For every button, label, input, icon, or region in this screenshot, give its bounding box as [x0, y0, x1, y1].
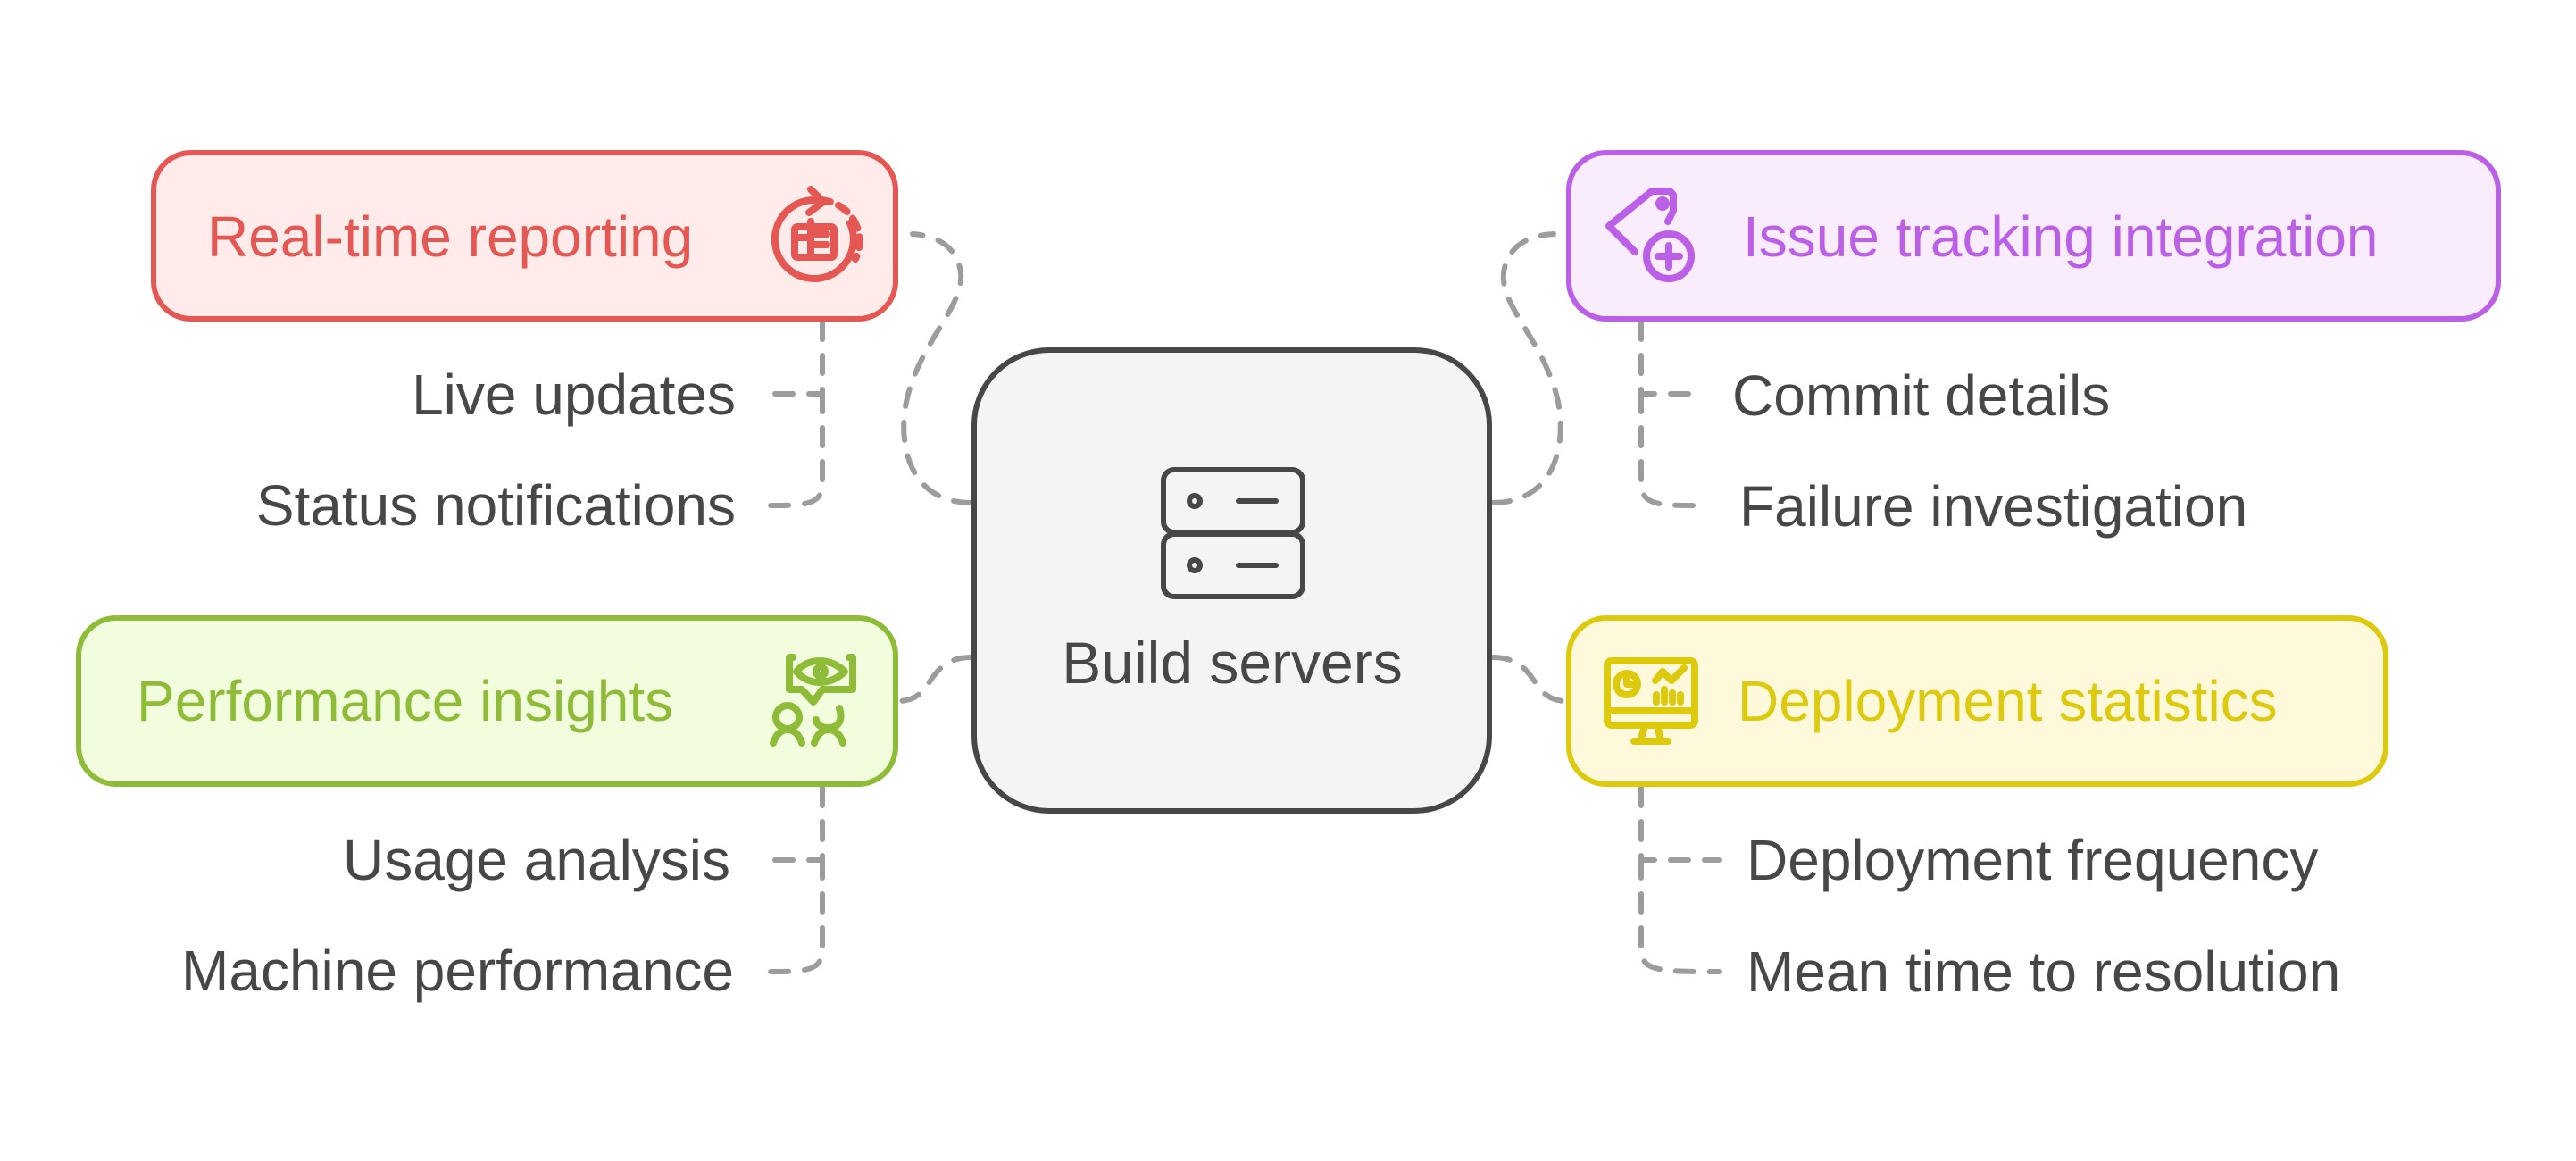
- center-connectors: [895, 231, 1570, 704]
- center-node-label: Build servers: [1062, 630, 1402, 696]
- sub-item-failure-investigation: Failure investigation: [1739, 474, 2247, 539]
- connector-failure-investigation: [1638, 391, 1699, 508]
- center-node-box: [971, 347, 1492, 814]
- connector-usage-analysis: [765, 785, 825, 863]
- connector-center-to-issue-tracking: [1489, 231, 1563, 505]
- branch-performance-insights[interactable]: Performance insights: [76, 615, 898, 787]
- refresh-report-icon: [771, 186, 863, 282]
- connector-machine-performance: [765, 857, 825, 974]
- center-node[interactable]: Build servers: [971, 347, 1492, 814]
- branch-box: [151, 150, 898, 322]
- branch-real-time-reporting[interactable]: Real-time reporting: [151, 150, 898, 322]
- people-observe-icon: [770, 654, 856, 747]
- connector-center-to-performance-insights: [895, 655, 974, 704]
- connector-mean-time-to-resolution: [1638, 857, 1722, 974]
- sub-item-machine-performance: Machine performance: [181, 939, 734, 1003]
- monitor-analytics-icon: [1604, 657, 1698, 745]
- branch-box: [1566, 150, 2501, 322]
- sub-item-status-notifications: Status notifications: [256, 473, 736, 538]
- branch-box: [1566, 615, 2388, 787]
- sub-connectors: [765, 319, 1722, 974]
- connector-live-updates: [765, 319, 825, 397]
- branch-title: Performance insights: [137, 669, 673, 733]
- sub-item-live-updates: Live updates: [412, 363, 736, 427]
- sub-item-deployment-frequency: Deployment frequency: [1747, 828, 2318, 892]
- branch-deployment-statistics[interactable]: Deployment statistics: [1566, 615, 2388, 787]
- tag-add-icon: [1605, 188, 1695, 282]
- connector-commit-details: [1638, 319, 1699, 397]
- branch-box: [76, 615, 898, 787]
- server-stack-icon: [1161, 467, 1305, 599]
- branch-title: Real-time reporting: [207, 205, 693, 269]
- branch-issue-tracking-integration[interactable]: Issue tracking integration: [1566, 150, 2501, 322]
- sub-item-commit-details: Commit details: [1732, 363, 2110, 428]
- sub-item-mean-time-to-resolution: Mean time to resolution: [1747, 940, 2340, 1004]
- connector-status-notifications: [765, 391, 825, 508]
- sub-item-usage-analysis: Usage analysis: [343, 828, 730, 892]
- connector-center-to-real-time-reporting: [901, 231, 974, 505]
- connector-deployment-frequency: [1638, 785, 1722, 863]
- branch-title: Issue tracking integration: [1743, 205, 2379, 269]
- connector-center-to-deployment-statistics: [1489, 655, 1570, 704]
- branch-title: Deployment statistics: [1738, 669, 2278, 733]
